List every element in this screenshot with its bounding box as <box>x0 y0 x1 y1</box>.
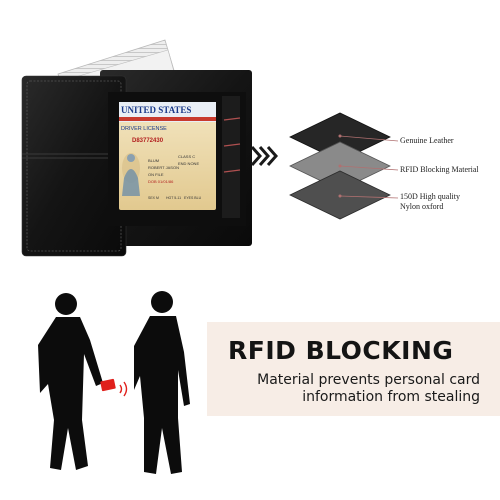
card-subheader: DRIVER LICENSE <box>121 126 167 132</box>
rfid-desc-line2: information from stealing <box>302 389 480 405</box>
person-silhouettes <box>38 291 190 474</box>
layer-label-nylon-line2: Nylon oxford <box>400 202 444 211</box>
wireless-signal-icon <box>119 381 128 397</box>
card-sex: SEX M <box>148 196 159 200</box>
rfid-info-panel <box>207 322 500 416</box>
card-class: CLASS C <box>178 154 195 159</box>
person-right-silhouette <box>134 291 190 474</box>
card-number: D83772430 <box>132 138 164 144</box>
layer-label-nylon-line1: 150D High quality <box>400 192 460 201</box>
id-card: UNITED STATES DRIVER LICENSE D83772430 C… <box>119 102 216 210</box>
person-left-silhouette <box>38 293 103 470</box>
rfid-title: RFID BLOCKING <box>228 336 454 365</box>
card-eyes: EYES BLU <box>184 196 202 200</box>
card-header: UNITED STATES <box>121 105 191 115</box>
rfid-desc-line1: Material prevents personal card <box>257 372 480 388</box>
card-name-first: ROBERT JASON <box>148 165 179 170</box>
card-slots <box>222 96 241 218</box>
layer-label-leather: Genuine Leather <box>400 136 454 145</box>
card-name-last: BLUM <box>148 158 159 163</box>
card-portrait <box>122 153 140 196</box>
double-chevron-right-icon <box>250 146 279 166</box>
card-height: HGT 5-11 <box>166 196 181 200</box>
layer-label-rfid: RFID Blocking Material <box>400 165 479 174</box>
card-end: END NONE <box>178 161 199 166</box>
rfid-card-icon <box>100 378 116 392</box>
rfid-description: Material prevents personal card informat… <box>228 372 480 406</box>
material-layers <box>289 112 399 220</box>
card-address: ON FILE <box>148 172 164 177</box>
card-exp: DOB 01/01/86 <box>148 179 174 184</box>
